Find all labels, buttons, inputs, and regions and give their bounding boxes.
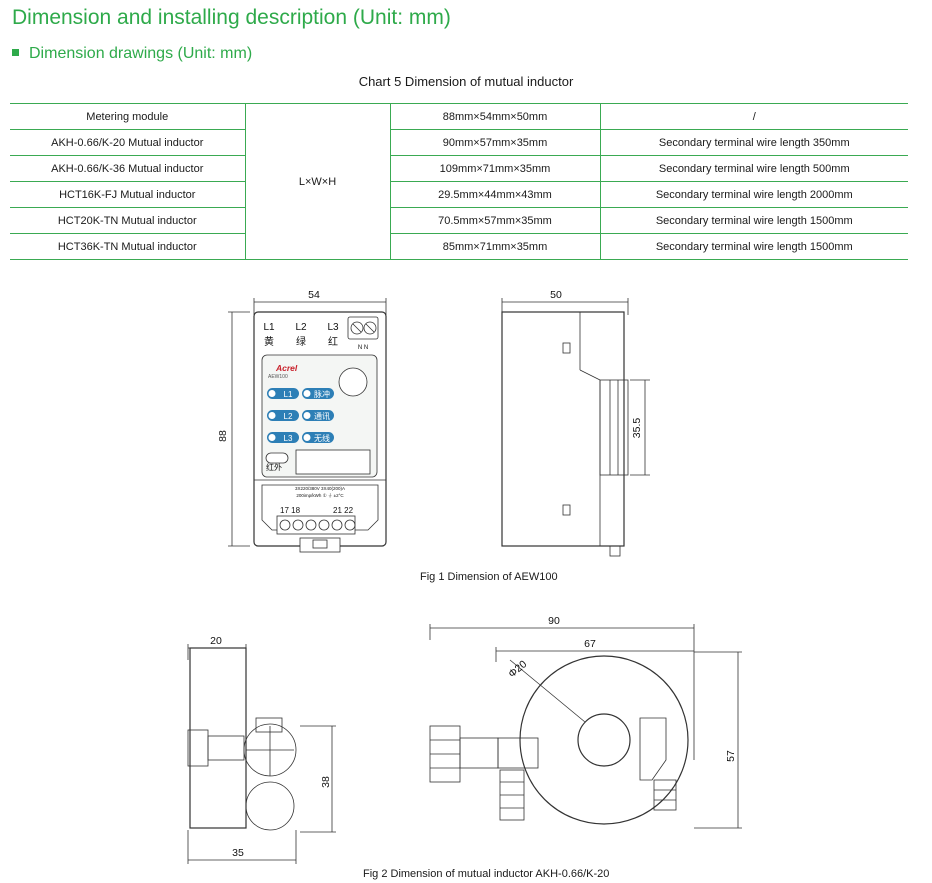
indicator-l3: L3 bbox=[284, 434, 293, 443]
fig2-side-height-label: 38 bbox=[320, 776, 332, 788]
table-caption: Chart 5 Dimension of mutual inductor bbox=[358, 74, 574, 89]
bullet-icon bbox=[12, 49, 19, 56]
color-label-green: 绿 bbox=[296, 335, 306, 348]
phase-label-l2: L2 bbox=[295, 322, 307, 333]
terminal-label-left: 17 18 bbox=[280, 506, 301, 515]
phase-label-l1: L1 bbox=[263, 322, 275, 333]
table-cell-name: HCT36K-TN Mutual inductor bbox=[10, 233, 245, 260]
table-row: AKH-0.66/K-20 Mutual inductor 90mm×57mm×… bbox=[10, 129, 908, 156]
fig1-rail-height-label: 35.5 bbox=[631, 418, 643, 439]
table-cell-dim: 88mm×54mm×50mm bbox=[390, 103, 601, 130]
table-cell-name: AKH-0.66/K-20 Mutual inductor bbox=[10, 129, 245, 156]
fig1-front-width-label: 54 bbox=[308, 289, 320, 301]
table-cell-dim: 29.5mm×44mm×43mm bbox=[390, 181, 601, 208]
table-cell-note: Secondary terminal wire length 2000mm bbox=[600, 181, 908, 208]
indicator-pulse: 脉冲 bbox=[314, 389, 330, 399]
fig1-caption: Fig 1 Dimension of AEW100 bbox=[420, 571, 558, 583]
phase-label-l3: L3 bbox=[327, 322, 339, 333]
table-row: HCT20K-TN Mutual inductor 70.5mm×57mm×35… bbox=[10, 207, 908, 234]
color-label-yellow: 黄 bbox=[264, 335, 274, 348]
fig2-front-height-label: 57 bbox=[725, 750, 737, 762]
brand-logo: Acrel bbox=[275, 363, 298, 373]
table-cell-dim: 70.5mm×57mm×35mm bbox=[390, 207, 601, 234]
table-cell-note: / bbox=[600, 103, 908, 130]
nn-label: N N bbox=[358, 345, 368, 351]
indicator-l2: L2 bbox=[284, 412, 293, 421]
section-title: Dimension drawings (Unit: mm) bbox=[12, 45, 252, 63]
section-title-text: Dimension drawings (Unit: mm) bbox=[29, 45, 253, 62]
table-cell-dim: 90mm×57mm×35mm bbox=[390, 129, 601, 156]
fig2-hole-diameter-label: Φ20 bbox=[506, 658, 529, 680]
rating-line-2: 200imp/kWh ① ⏚ ±2°C bbox=[296, 492, 344, 498]
table-cell-name: HCT16K-FJ Mutual inductor bbox=[10, 181, 245, 208]
fig2-caption: Fig 2 Dimension of mutual inductor AKH-0… bbox=[363, 868, 610, 880]
fig2-front-width-label: 90 bbox=[548, 615, 560, 627]
indicator-wireless: 无线 bbox=[314, 433, 330, 443]
indicator-comm: 通讯 bbox=[314, 411, 330, 421]
table-cell-note: Secondary terminal wire length 1500mm bbox=[600, 207, 908, 234]
terminal-label-right: 21 22 bbox=[333, 506, 354, 515]
table-row: AKH-0.66/K-36 Mutual inductor 109mm×71mm… bbox=[10, 155, 908, 182]
table-cell-name: HCT20K-TN Mutual inductor bbox=[10, 207, 245, 234]
fig2-side-width-bottom-label: 35 bbox=[232, 847, 244, 859]
table-row: Metering module L×W×H 88mm×54mm×50mm / bbox=[10, 103, 908, 260]
table-cell-note: Secondary terminal wire length 350mm bbox=[600, 129, 908, 156]
indicator-l1: L1 bbox=[284, 390, 293, 399]
rating-line-1: 3X220/380V 3X40(200)A bbox=[295, 486, 345, 491]
table-row: HCT16K-FJ Mutual inductor 29.5mm×44mm×43… bbox=[10, 181, 908, 208]
table-cell-note: Secondary terminal wire length 1500mm bbox=[600, 233, 908, 260]
page-title: Dimension and installing description (Un… bbox=[12, 6, 451, 29]
table-row: HCT36K-TN Mutual inductor 85mm×71mm×35mm… bbox=[10, 233, 908, 260]
table-cell-note: Secondary terminal wire length 500mm bbox=[600, 155, 908, 182]
table-cell-dim: 85mm×71mm×35mm bbox=[390, 233, 601, 260]
table-cell-name: AKH-0.66/K-36 Mutual inductor bbox=[10, 155, 245, 182]
ir-label: 红外 bbox=[266, 462, 282, 472]
fig2-side-width-top-label: 20 bbox=[210, 635, 222, 647]
fig1-front-height-label: 88 bbox=[217, 430, 229, 442]
fig2-front-inner-width-label: 67 bbox=[584, 638, 596, 650]
dimension-table: Metering module L×W×H 88mm×54mm×50mm / A… bbox=[10, 103, 908, 260]
table-cell-name: Metering module bbox=[10, 103, 245, 130]
color-label-red: 红 bbox=[328, 335, 338, 348]
table-cell-merged: L×W×H bbox=[244, 103, 391, 260]
fig1-side-width-label: 50 bbox=[550, 289, 562, 301]
table-cell-dim: 109mm×71mm×35mm bbox=[390, 155, 601, 182]
model-label: AEW100 bbox=[268, 374, 288, 380]
